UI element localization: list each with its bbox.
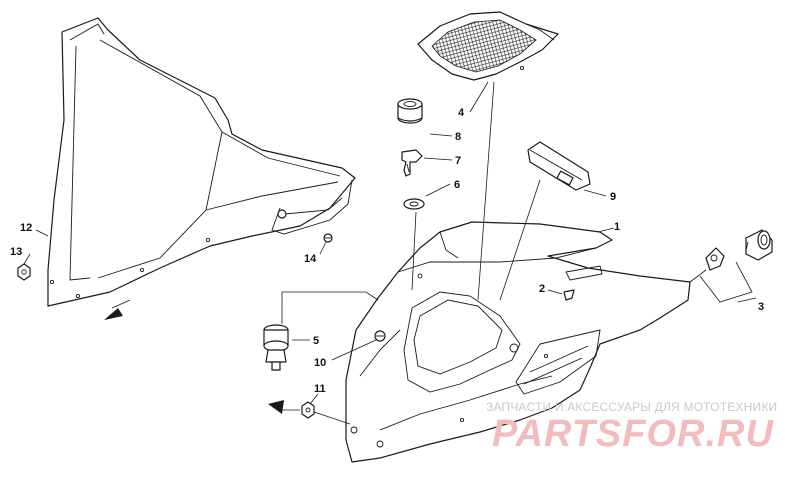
nut-13 <box>17 263 31 281</box>
cap-8 <box>397 98 423 124</box>
nut-11 <box>301 401 315 419</box>
screw-10 <box>374 330 386 342</box>
screw-14 <box>323 233 333 243</box>
callout-4: 4 <box>458 107 465 119</box>
callout-2: 2 <box>539 283 545 295</box>
screw-2 <box>563 289 575 301</box>
nut-6 <box>403 198 425 210</box>
callout-7: 7 <box>455 155 461 167</box>
storage-net <box>417 11 559 81</box>
switch-9 <box>527 141 591 191</box>
watermark-tagline: ЗАПЧАСТИ И АКСЕССУАРЫ ДЛЯ МОТОТЕХНИКИ <box>486 400 777 414</box>
direction-arrow-lower <box>268 400 300 414</box>
callout-5: 5 <box>313 335 319 347</box>
callout-8: 8 <box>455 131 461 143</box>
leader-lines <box>23 81 757 425</box>
hood-panel <box>345 221 691 463</box>
windshield-bracket <box>271 179 353 235</box>
watermark-logo: PARTSFOR.RU <box>492 413 774 455</box>
fitting-5 <box>263 324 289 371</box>
callout-3: 3 <box>758 301 764 313</box>
direction-arrow-left <box>104 299 131 320</box>
callout-9: 9 <box>610 191 616 203</box>
callout-13: 13 <box>10 246 22 258</box>
windshield <box>47 17 356 307</box>
key-7 <box>401 149 423 177</box>
callout-14: 14 <box>304 253 317 265</box>
callout-6: 6 <box>454 179 460 191</box>
callout-11: 11 <box>314 383 326 395</box>
callout-10: 10 <box>314 357 326 369</box>
callout-12: 12 <box>20 222 32 234</box>
callout-1: 1 <box>614 221 620 233</box>
socket-3 <box>705 229 773 271</box>
